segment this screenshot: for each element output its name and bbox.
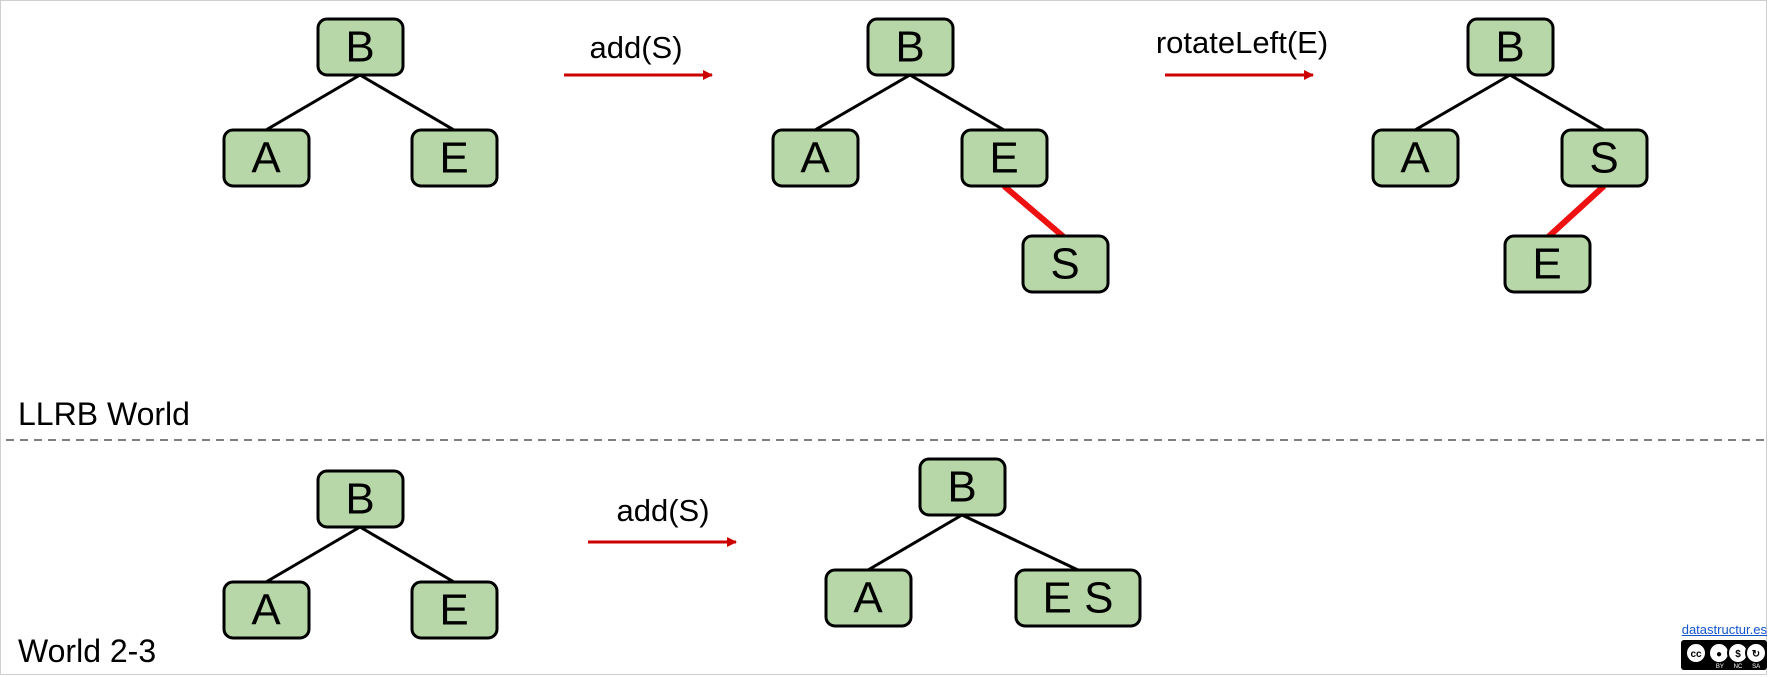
tree-node: B [316,17,405,77]
edge-b-a [814,73,911,132]
edge-b-s [1509,73,1605,132]
llrb-tree-3: B A S E [1371,17,1649,294]
red-link [1544,183,1607,241]
edge-b-a [265,525,361,584]
tree-node: S [1560,128,1649,188]
tree-node: A [1371,128,1460,188]
tree-node: E [1503,234,1592,294]
two-three-tree-1: B A E [222,469,499,640]
license-tag: SA [1752,664,1761,670]
edge-b-e [359,73,455,132]
tree-node: E [410,580,499,640]
svg-text:S: S [1050,240,1079,289]
svg-text:B: B [947,463,976,512]
cc-license-badge: cc ● $ ↻ BY NC SA [1681,640,1767,670]
edge-b-a [867,513,963,572]
svg-text:A: A [800,134,830,183]
tree-node: A [222,580,311,640]
llrb-tree-2: B A E S [771,17,1110,294]
svg-text:B: B [895,23,924,72]
svg-text:E: E [1532,240,1561,289]
red-link [1002,183,1067,241]
tree-node: E S [1014,568,1142,628]
operation-label: rotateLeft(E) [1156,25,1328,60]
sa-icon: ↻ [1745,642,1767,664]
svg-text:E S: E S [1043,574,1114,623]
llrb-tree-1: B A E [222,17,499,188]
svg-text:A: A [251,586,281,635]
tree-node: B [1466,17,1555,77]
two-three-tree-2: B A E S [824,457,1142,628]
edge-b-a [1414,73,1511,132]
svg-text:E: E [439,586,468,635]
tree-node: S [1021,234,1110,294]
edge-b-es [961,513,1079,572]
edge-b-e [359,525,455,584]
svg-text:B: B [345,475,374,524]
tree-node: B [316,469,405,529]
tree-node: B [918,457,1007,517]
license-tags: BY NC SA [1711,664,1765,670]
section-label-llrb: LLRB World [18,396,190,432]
tree-node: A [824,568,913,628]
tree-node: E [960,128,1049,188]
operation-label: add(S) [616,493,709,528]
edge-b-e [909,73,1005,132]
svg-text:E: E [989,134,1018,183]
operation-label: add(S) [589,30,682,65]
svg-text:B: B [345,23,374,72]
op-add-s: add(S) [564,30,713,80]
op-rotate-left-e: rotateLeft(E) [1156,25,1328,80]
edge-b-a [265,73,361,132]
credit-block: datastructur.es cc ● $ ↻ BY NC SA [1679,622,1767,675]
svg-text:B: B [1495,23,1524,72]
tree-node: A [222,128,311,188]
svg-text:A: A [251,134,281,183]
section-label-23: World 2-3 [18,633,156,669]
svg-text:S: S [1589,134,1618,183]
tree-node: A [771,128,860,188]
datastructur-link[interactable]: datastructur.es [1681,622,1767,637]
cc-icon: cc [1685,642,1707,664]
svg-text:A: A [853,574,883,623]
tree-node: E [410,128,499,188]
op-add-s-23: add(S) [588,493,737,547]
svg-text:E: E [439,134,468,183]
svg-text:A: A [1400,134,1430,183]
license-tag: BY [1715,664,1724,670]
tree-node: B [866,17,955,77]
license-tag: NC [1733,664,1743,670]
